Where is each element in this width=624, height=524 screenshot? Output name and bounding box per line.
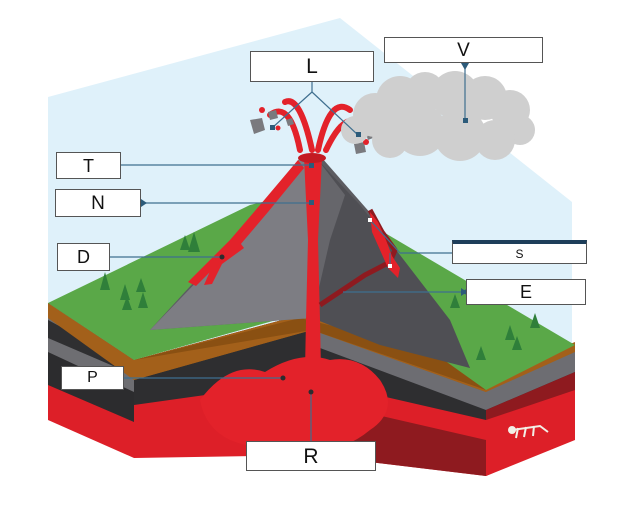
label-e: E bbox=[466, 279, 586, 305]
lava-flows bbox=[188, 160, 304, 286]
label-l: L bbox=[250, 51, 374, 82]
label-n: N bbox=[55, 189, 141, 217]
label-d: D bbox=[57, 243, 110, 271]
magma-chamber bbox=[200, 356, 388, 451]
ash-cloud bbox=[341, 71, 535, 161]
fossil bbox=[508, 424, 549, 439]
label-p: P bbox=[61, 366, 124, 390]
label-r: R bbox=[246, 441, 376, 471]
trees bbox=[100, 232, 540, 360]
label-t: T bbox=[56, 152, 121, 179]
crater bbox=[298, 153, 326, 163]
label-s: S bbox=[452, 240, 587, 264]
leader-lines bbox=[110, 63, 466, 441]
leader-arrowheads bbox=[141, 63, 469, 296]
label-v: V bbox=[384, 37, 543, 63]
